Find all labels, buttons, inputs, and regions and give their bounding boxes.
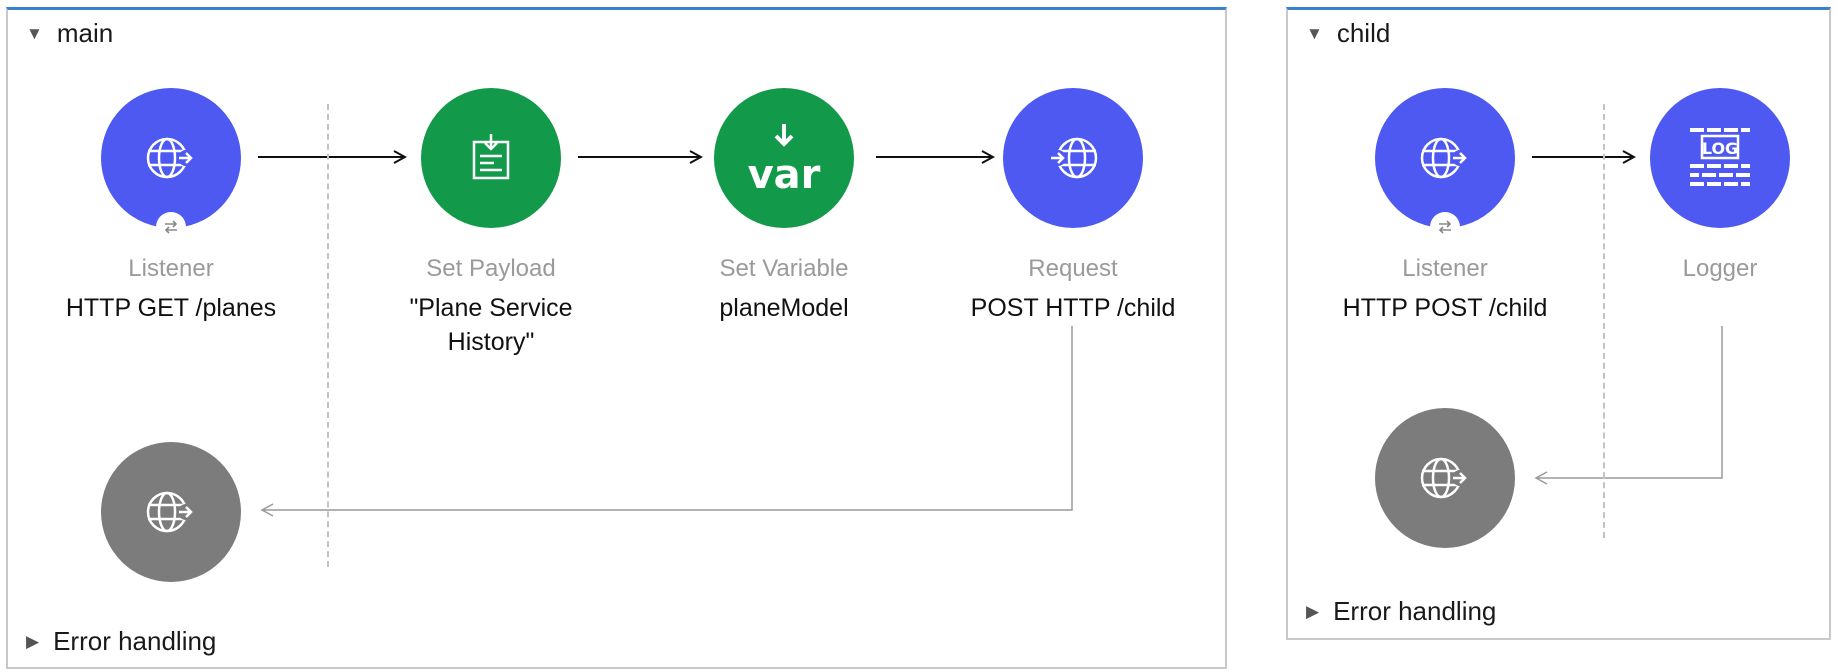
var-icon-text: var [747, 152, 821, 198]
node-name-label: POST HTTP /child [970, 294, 1176, 322]
error-handling-label: Error handling [1333, 596, 1497, 626]
http-response-icon[interactable] [101, 442, 241, 582]
node-type-label: Request [1028, 255, 1118, 282]
expand-triangle-icon[interactable]: ▶ [1306, 601, 1320, 621]
node-type-label: Set Payload [426, 255, 556, 282]
set-variable-icon[interactable]: var [714, 88, 854, 228]
node-name-label: HTTP GET /planes [65, 294, 277, 322]
return-path-to-response [1534, 326, 1723, 485]
error-handling-label: Error handling [53, 626, 217, 656]
collapse-triangle-icon[interactable]: ▼ [1306, 23, 1323, 43]
collapse-triangle-icon[interactable]: ▼ [26, 23, 43, 43]
source-separator [1603, 104, 1605, 538]
node-name-label: "Plane Service History" [409, 294, 573, 356]
logger-glyph: LOG [1690, 128, 1750, 186]
node-type-label: Listener [1402, 255, 1488, 282]
node-name-label: planeModel [719, 294, 849, 322]
exchange-badge-icon [1430, 212, 1460, 242]
expand-triangle-icon[interactable]: ▶ [26, 631, 40, 651]
set-payload-icon[interactable] [421, 88, 561, 228]
exchange-badge-icon [156, 212, 186, 242]
log-icon-text: LOG [1702, 139, 1738, 158]
error-handling-toggle[interactable]: ▶ Error handling [1306, 596, 1496, 627]
error-handling-toggle[interactable]: ▶ Error handling [26, 626, 216, 657]
node-type-label: Set Variable [719, 255, 849, 282]
child-flow-panel: ▼ child Li [1286, 7, 1831, 640]
logger-icon[interactable]: LOG [1650, 88, 1790, 228]
main-flow-title: main [56, 18, 114, 48]
source-separator [327, 104, 329, 567]
http-listener-icon[interactable] [1375, 88, 1515, 242]
http-listener-icon[interactable] [101, 88, 241, 242]
main-flow-header[interactable]: ▼ main [26, 18, 113, 49]
node-type-label: Logger [1682, 255, 1758, 282]
node-type-label: Listener [128, 255, 214, 282]
node-name-label: HTTP POST /child [1342, 294, 1548, 322]
main-flow-panel: ▼ main [6, 7, 1227, 669]
http-request-icon[interactable] [1003, 88, 1143, 228]
child-flow-header[interactable]: ▼ child [1306, 18, 1390, 49]
child-flow-title: child [1336, 18, 1391, 48]
http-response-icon[interactable] [1375, 408, 1515, 548]
